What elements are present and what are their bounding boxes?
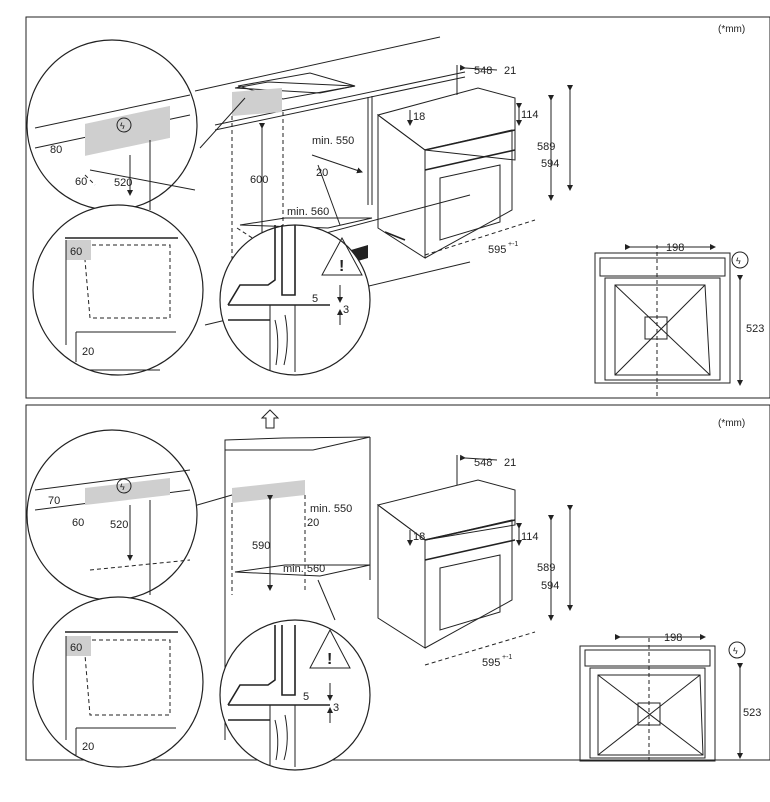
dim-min-550: min. 550	[310, 503, 352, 515]
svg-text:ϟ: ϟ	[120, 482, 125, 492]
dim-top-114: 114	[521, 531, 539, 543]
panel-tall-cabinet: (*mm) 590 min. 550 20 min. 560	[25, 404, 770, 771]
detail-side-clearance: 60 20	[32, 204, 204, 376]
rear-view-oven: 198 ϟ 523	[594, 242, 764, 398]
panel-under-counter: (*mm) 600 min. 550 20 min. 560	[25, 16, 770, 399]
dim-height-70: 70	[48, 495, 60, 507]
oven-unit: 548 21 18 114 589 594 595 +-1	[376, 454, 573, 669]
unit-label: (*mm)	[718, 24, 745, 35]
detail-ventilation-gap: ! 5 3	[219, 224, 371, 376]
power-zone-highlight	[232, 480, 305, 503]
dim-height-594: 594	[541, 158, 559, 170]
unit-label: (*mm)	[718, 418, 745, 429]
dim-gap-5: 5	[312, 293, 318, 305]
dim-top-114: 114	[521, 109, 539, 121]
dim-depth-548: 548	[474, 457, 492, 469]
detail-side-clearance: 60 20	[32, 596, 204, 768]
power-connection-icon	[728, 641, 746, 659]
dim-height-594: 594	[541, 580, 559, 592]
panel-frame	[25, 404, 770, 761]
dim-width-tolerance: +-1	[502, 654, 512, 661]
oven-unit: 548 21 18 114 589 594 595 +-1	[376, 64, 573, 259]
power-connection-icon	[116, 478, 132, 494]
dim-gap-20: 20	[316, 167, 328, 179]
dim-width-198: 198	[664, 632, 682, 644]
power-connection-icon	[731, 251, 749, 269]
power-zone-highlight	[232, 88, 282, 116]
dim-top-18: 18	[413, 111, 425, 123]
dim-top-18: 18	[413, 531, 425, 543]
up-arrow-icon	[260, 409, 280, 429]
dim-height-80: 80	[50, 144, 62, 156]
dim-depth-548: 548	[474, 65, 492, 77]
dim-depth-60: 60	[75, 176, 87, 188]
detail-dim-60: 60	[70, 642, 82, 654]
tall-cabinet: 590 min. 550 20 min. 560	[179, 409, 371, 740]
dim-gap-20: 20	[307, 517, 319, 529]
dim-height-523: 523	[746, 323, 764, 335]
warning-triangle-icon	[309, 628, 351, 669]
dim-gap-3: 3	[333, 702, 339, 714]
dim-min-560: min. 560	[283, 563, 325, 575]
dim-height-589: 589	[537, 562, 555, 574]
svg-text:!: !	[339, 258, 344, 275]
detail-dim-20: 20	[82, 346, 94, 358]
dim-width-595: 595	[482, 657, 500, 669]
dim-width-198: 198	[666, 242, 684, 254]
dim-height-589: 589	[537, 141, 555, 153]
svg-text:ϟ: ϟ	[736, 256, 741, 266]
dim-height-520: 520	[114, 177, 132, 189]
detail-dim-60: 60	[70, 246, 82, 258]
detail-ventilation-gap: ! 5 3	[219, 619, 371, 771]
dim-height-590: 590	[252, 540, 270, 552]
warning-triangle-icon	[321, 236, 363, 276]
dim-height-520: 520	[110, 519, 128, 531]
dim-min-550: min. 550	[312, 135, 354, 147]
detail-power-connection: ϟ 70 60 520	[26, 429, 198, 601]
dim-gap-21: 21	[504, 457, 516, 469]
svg-text:!: !	[327, 651, 332, 668]
detail-dim-20: 20	[82, 741, 94, 753]
dim-gap-21: 21	[504, 65, 516, 77]
power-connection-icon	[116, 117, 132, 133]
dim-min-560: min. 560	[287, 206, 329, 218]
dim-width-595: 595	[488, 244, 506, 256]
dim-depth-60: 60	[72, 517, 84, 529]
detail-power-connection: ϟ 80 60 520	[26, 39, 198, 211]
dim-gap-5: 5	[303, 691, 309, 703]
dim-width-tolerance: +-1	[508, 241, 518, 248]
panel-frame	[25, 16, 770, 399]
dim-height-600: 600	[250, 174, 268, 186]
dim-height-523: 523	[743, 707, 761, 719]
dim-gap-3: 3	[343, 304, 349, 316]
svg-text:ϟ: ϟ	[733, 646, 738, 656]
rear-view-oven: 198 ϟ 523	[579, 632, 761, 762]
svg-text:ϟ: ϟ	[120, 121, 125, 131]
